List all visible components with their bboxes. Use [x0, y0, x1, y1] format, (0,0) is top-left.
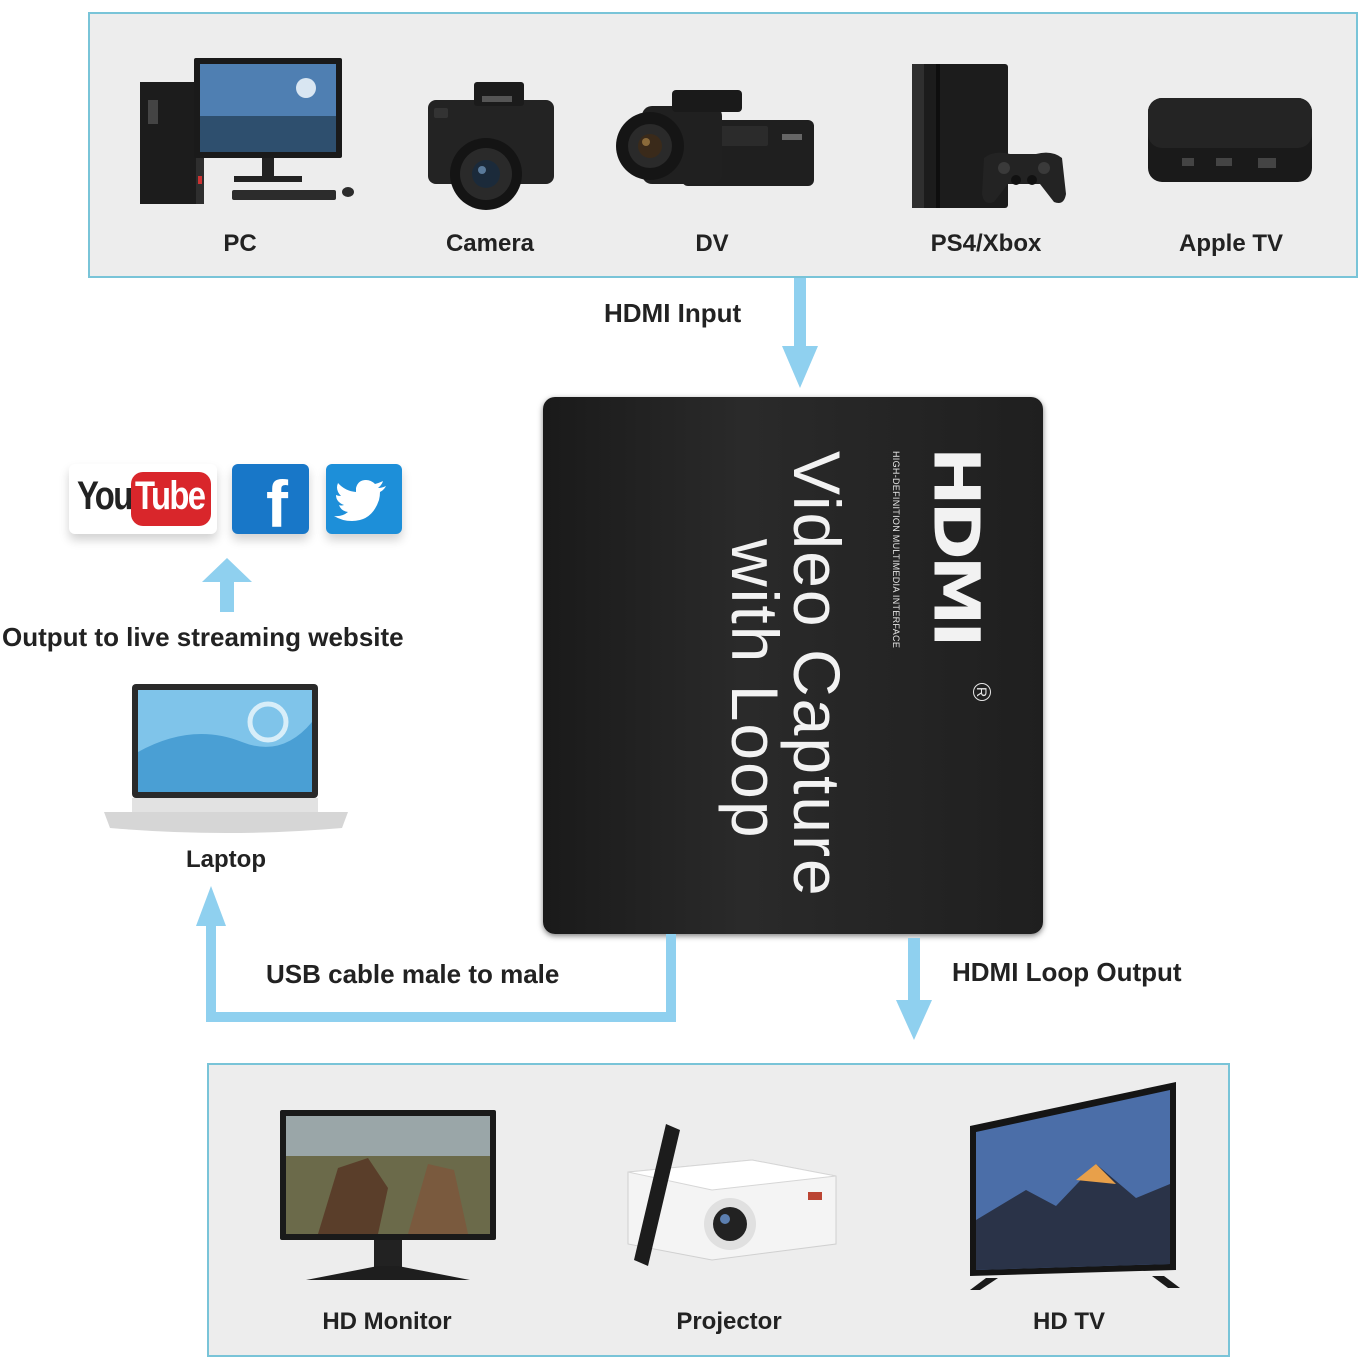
- apple-tv-icon: [1146, 94, 1314, 186]
- camcorder-icon: [612, 88, 816, 192]
- output-label-hd-tv: HD TV: [1033, 1308, 1105, 1335]
- tv-icon: [966, 1080, 1186, 1292]
- output-label-projector: Projector: [676, 1308, 782, 1335]
- video-capture-device: Video Capture with Loop HDMI HIGH-DEFINI…: [543, 397, 1043, 934]
- hdmi-logo: HDMI: [919, 447, 993, 644]
- hdmi-logo-subtitle: HIGH-DEFINITION MULTIMEDIA INTERFACE: [891, 451, 901, 649]
- hdmi-input-label: HDMI Input: [604, 298, 742, 328]
- twitter-bird-icon: [334, 480, 386, 521]
- pc-icon: [136, 56, 356, 206]
- youtube-logo: You Tube: [69, 464, 217, 534]
- source-label-camera: Camera: [445, 230, 535, 257]
- source-label-pc: PC: [223, 230, 257, 257]
- facebook-logo: f: [232, 464, 309, 541]
- registered-mark: R: [973, 683, 991, 701]
- laptop-label: Laptop: [186, 846, 266, 873]
- output-label-hd-monitor: HD Monitor: [322, 1308, 452, 1335]
- monitor-icon: [278, 1108, 498, 1286]
- streaming-label: Output to live streaming website: [2, 622, 404, 652]
- source-label-apple-tv: Apple TV: [1178, 230, 1284, 257]
- hdmi-input-arrow: [782, 278, 818, 388]
- camera-icon: [424, 78, 556, 212]
- game-console-icon: [908, 62, 1068, 212]
- hdmi-loop-output-label: HDMI Loop Output: [952, 957, 1182, 987]
- source-label-dv: DV: [695, 230, 729, 257]
- youtube-you-text: You: [77, 474, 133, 518]
- youtube-tube-text: Tube: [135, 474, 206, 518]
- projector-icon: [612, 1120, 838, 1268]
- usb-cable-arrow: [196, 886, 676, 1022]
- source-label-ps4-xbox: PS4/Xbox: [930, 230, 1042, 257]
- usb-cable-label: USB cable male to male: [266, 959, 560, 989]
- facebook-f-text: f: [266, 467, 288, 541]
- laptop-icon: [102, 682, 350, 840]
- hdmi-loop-output-arrow: [896, 938, 932, 1040]
- twitter-logo: [326, 464, 402, 534]
- device-title-line2: with Loop: [718, 539, 792, 840]
- streaming-up-arrow: [202, 558, 252, 612]
